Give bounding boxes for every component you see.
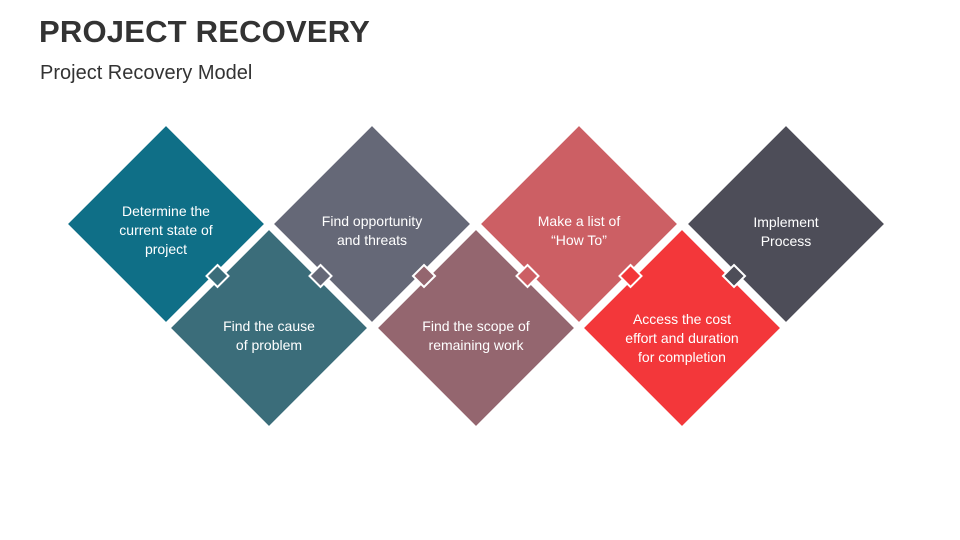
step-1-label-line: project — [145, 241, 187, 257]
puzzle-tab — [515, 263, 540, 289]
puzzle-tab — [205, 263, 230, 289]
step-7-label-line: Process — [761, 233, 812, 249]
puzzle-tab — [721, 263, 747, 289]
step-5-label-line: “How To” — [551, 232, 607, 248]
step-5-label-line: Make a list of — [538, 213, 621, 229]
step-3-label-line: and threats — [337, 232, 407, 248]
page-subtitle: Project Recovery Model — [40, 62, 253, 84]
page-title: PROJECT RECOVERY — [39, 14, 371, 49]
puzzle-tab — [411, 263, 437, 289]
step-6-label-line: Access the cost — [633, 311, 731, 327]
step-2-label-line: Find the cause — [223, 318, 315, 334]
step-6-label-line: effort and duration — [625, 330, 738, 346]
puzzle-tab — [618, 263, 643, 289]
step-3-label-line: Find opportunity — [322, 213, 422, 229]
step-7 — [684, 122, 888, 326]
puzzle-tab — [308, 263, 333, 289]
step-6-label-line: for completion — [638, 349, 726, 365]
step-1-label-line: Determine the — [122, 203, 210, 219]
step-7-label-line: Implement — [753, 214, 818, 230]
step-4-label-line: remaining work — [429, 337, 525, 353]
step-1-label-line: current state of — [119, 222, 212, 238]
step-2-label-line: of problem — [236, 337, 302, 353]
step-4-label-line: Find the scope of — [422, 318, 530, 334]
